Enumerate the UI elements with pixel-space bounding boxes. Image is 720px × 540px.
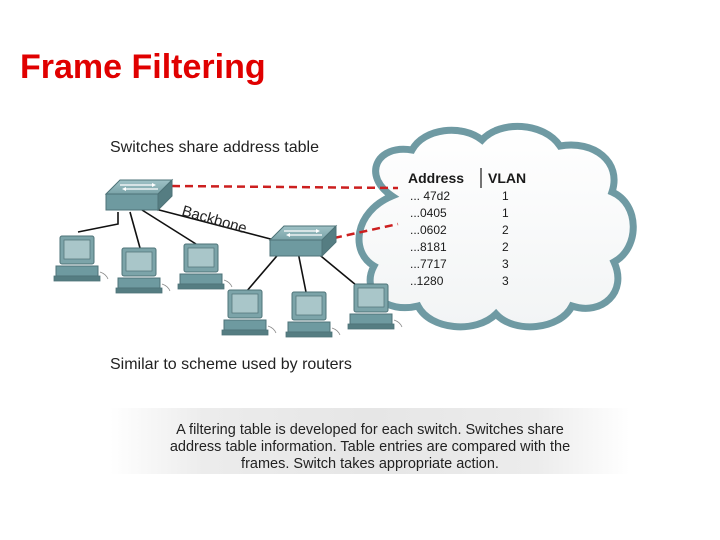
switch-icon	[105, 179, 173, 211]
description-text: A filtering table is developed for each …	[110, 422, 630, 473]
workstation-icon	[177, 243, 233, 290]
caption-similar-scheme: Similar to scheme used by routers	[110, 356, 352, 373]
description-box: A filtering table is developed for each …	[110, 408, 630, 474]
table-cell-vlan: 2	[502, 223, 509, 237]
link-pc4	[245, 249, 283, 293]
table-rows: ... 47d2 1 ...0405 1 ...0602 2 ...8181 2 ...7717…	[410, 189, 509, 288]
description-line: address table information. Table entries…	[169, 439, 571, 455]
table-cell-vlan: 2	[502, 240, 509, 254]
description-line: A filtering table is developed for each …	[176, 422, 564, 438]
table-cell-address: ...0602	[410, 223, 447, 237]
table-cell-address: ..1280	[410, 274, 444, 288]
table-cell-address: ... 47d2	[410, 189, 450, 203]
workstation-icon	[285, 291, 341, 338]
table-cell-address: ...7717	[410, 257, 447, 271]
caption-switches-share: Switches share address table	[110, 139, 319, 156]
link-pc5	[297, 251, 307, 293]
table-cell-address: ...0405	[410, 206, 447, 220]
table-cell-vlan: 3	[502, 274, 509, 288]
table-cell-vlan: 1	[502, 206, 509, 220]
backbone-label: Backbone	[180, 203, 249, 238]
link-pc6	[315, 251, 363, 291]
link-pc1	[77, 212, 119, 233]
workstation-icon	[115, 247, 171, 294]
table-cell-address: ...8181	[410, 240, 447, 254]
table-share-links	[171, 184, 399, 240]
table-cell-vlan: 3	[502, 257, 509, 271]
address-table: Address VLAN ... 47d2 1 ...0405 1 ...0602 2..…	[408, 168, 526, 288]
link-pc3	[141, 209, 197, 245]
table-header-vlan: VLAN	[488, 170, 526, 186]
address-table-cloud	[355, 123, 637, 331]
slide-title: Frame Filtering	[20, 48, 266, 86]
backbone-link	[139, 204, 283, 243]
network-links	[77, 204, 363, 293]
workstation-icon	[53, 235, 109, 282]
table-cell-vlan: 1	[502, 189, 509, 203]
link-pc2	[129, 211, 141, 249]
table-header-address: Address	[408, 170, 464, 186]
switch-icon	[269, 225, 337, 257]
description-line: frames. Switch takes appropriate action.	[241, 456, 499, 472]
workstation-icon	[221, 289, 277, 336]
